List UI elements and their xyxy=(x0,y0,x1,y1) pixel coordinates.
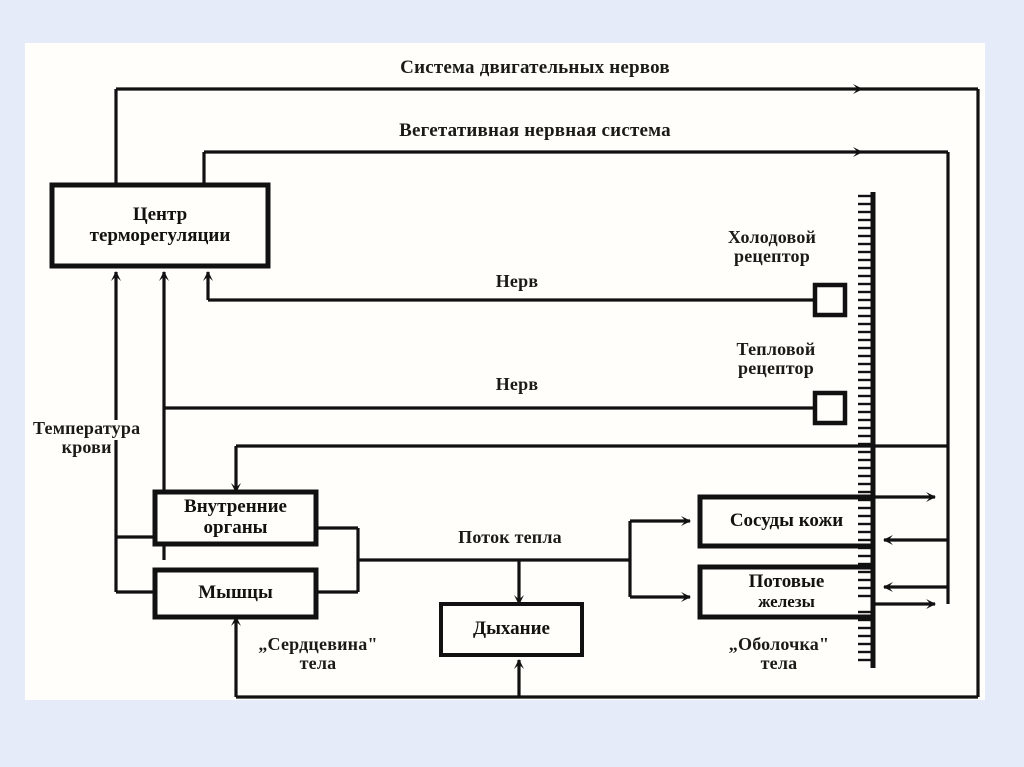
cold-receptor-square xyxy=(812,282,848,318)
core-heat-connectors xyxy=(316,526,630,594)
muscles-label: Мышцы xyxy=(198,582,273,604)
internal-organs-box xyxy=(152,489,319,547)
internal-organs-line2: органы xyxy=(203,517,268,538)
warm-receptor-line1: Тепловой xyxy=(736,339,816,359)
blood-temperature-label: Температура крови xyxy=(33,418,141,458)
thermoregulation-center-line1: Центр xyxy=(132,203,188,225)
body-core-line2: тела xyxy=(299,653,337,674)
header-motor-nerves: Система двигательных нервов xyxy=(400,57,670,78)
muscles-box xyxy=(152,567,319,620)
cold-receptor-line2: рецептор xyxy=(734,246,810,267)
thermoregulation-center-label: Центр терморегуляции xyxy=(52,185,268,266)
blood-temperature-lines xyxy=(114,440,155,594)
internal-organs-line1: Внутренние xyxy=(184,496,287,518)
skin-vessels-label: Сосуды кожи xyxy=(729,510,844,532)
respiration-label: Дыхание xyxy=(473,618,550,640)
heat-flow-label: Поток тепла xyxy=(458,527,562,547)
shell-exchange-arrows xyxy=(873,492,948,609)
warm-receptor-label: Тепловой рецептор xyxy=(736,339,816,379)
sweat-glands-label: Потовые железы xyxy=(700,567,873,617)
sweat-glands-line1: Потовые xyxy=(748,571,825,593)
thermoregulation-center-box xyxy=(49,182,271,269)
sweat-glands-box xyxy=(697,564,876,620)
blood-temperature-line1: Температура xyxy=(33,418,141,438)
autonomic-to-organs xyxy=(231,444,948,493)
bottom-return-line xyxy=(231,616,978,699)
nerve-label-warm: Нерв xyxy=(495,374,539,394)
motor-nerve-loop xyxy=(114,84,980,697)
internal-organs-label: Внутренние органы xyxy=(155,492,316,544)
body-shell-line1: „Оболочка" xyxy=(728,634,830,654)
cold-receptor-line1: Холодовой xyxy=(727,227,817,247)
body-core-line1: „Сердцевина" xyxy=(258,634,378,654)
body-shell-label: „Оболочка" тела xyxy=(728,634,830,674)
skin-boundary-hatched-line xyxy=(858,192,876,668)
thermoregulation-center-line2: терморегуляции xyxy=(89,224,231,246)
sweat-glands-line2: железы xyxy=(758,592,815,612)
respiration-box xyxy=(439,602,584,657)
blood-temperature-line2: крови xyxy=(61,437,112,458)
body-shell-line2: тела xyxy=(760,653,798,674)
warm-receptor-square xyxy=(812,390,848,426)
header-autonomic-nervous-system: Вегетативная нервная система xyxy=(399,120,671,141)
heat-to-shell-branch xyxy=(628,516,691,602)
warm-receptor-line2: рецептор xyxy=(738,358,814,379)
body-core-label: „Сердцевина" тела xyxy=(258,634,378,674)
nerve-label-cold: Нерв xyxy=(495,271,539,291)
cold-receptor-label: Холодовой рецептор xyxy=(727,227,817,267)
